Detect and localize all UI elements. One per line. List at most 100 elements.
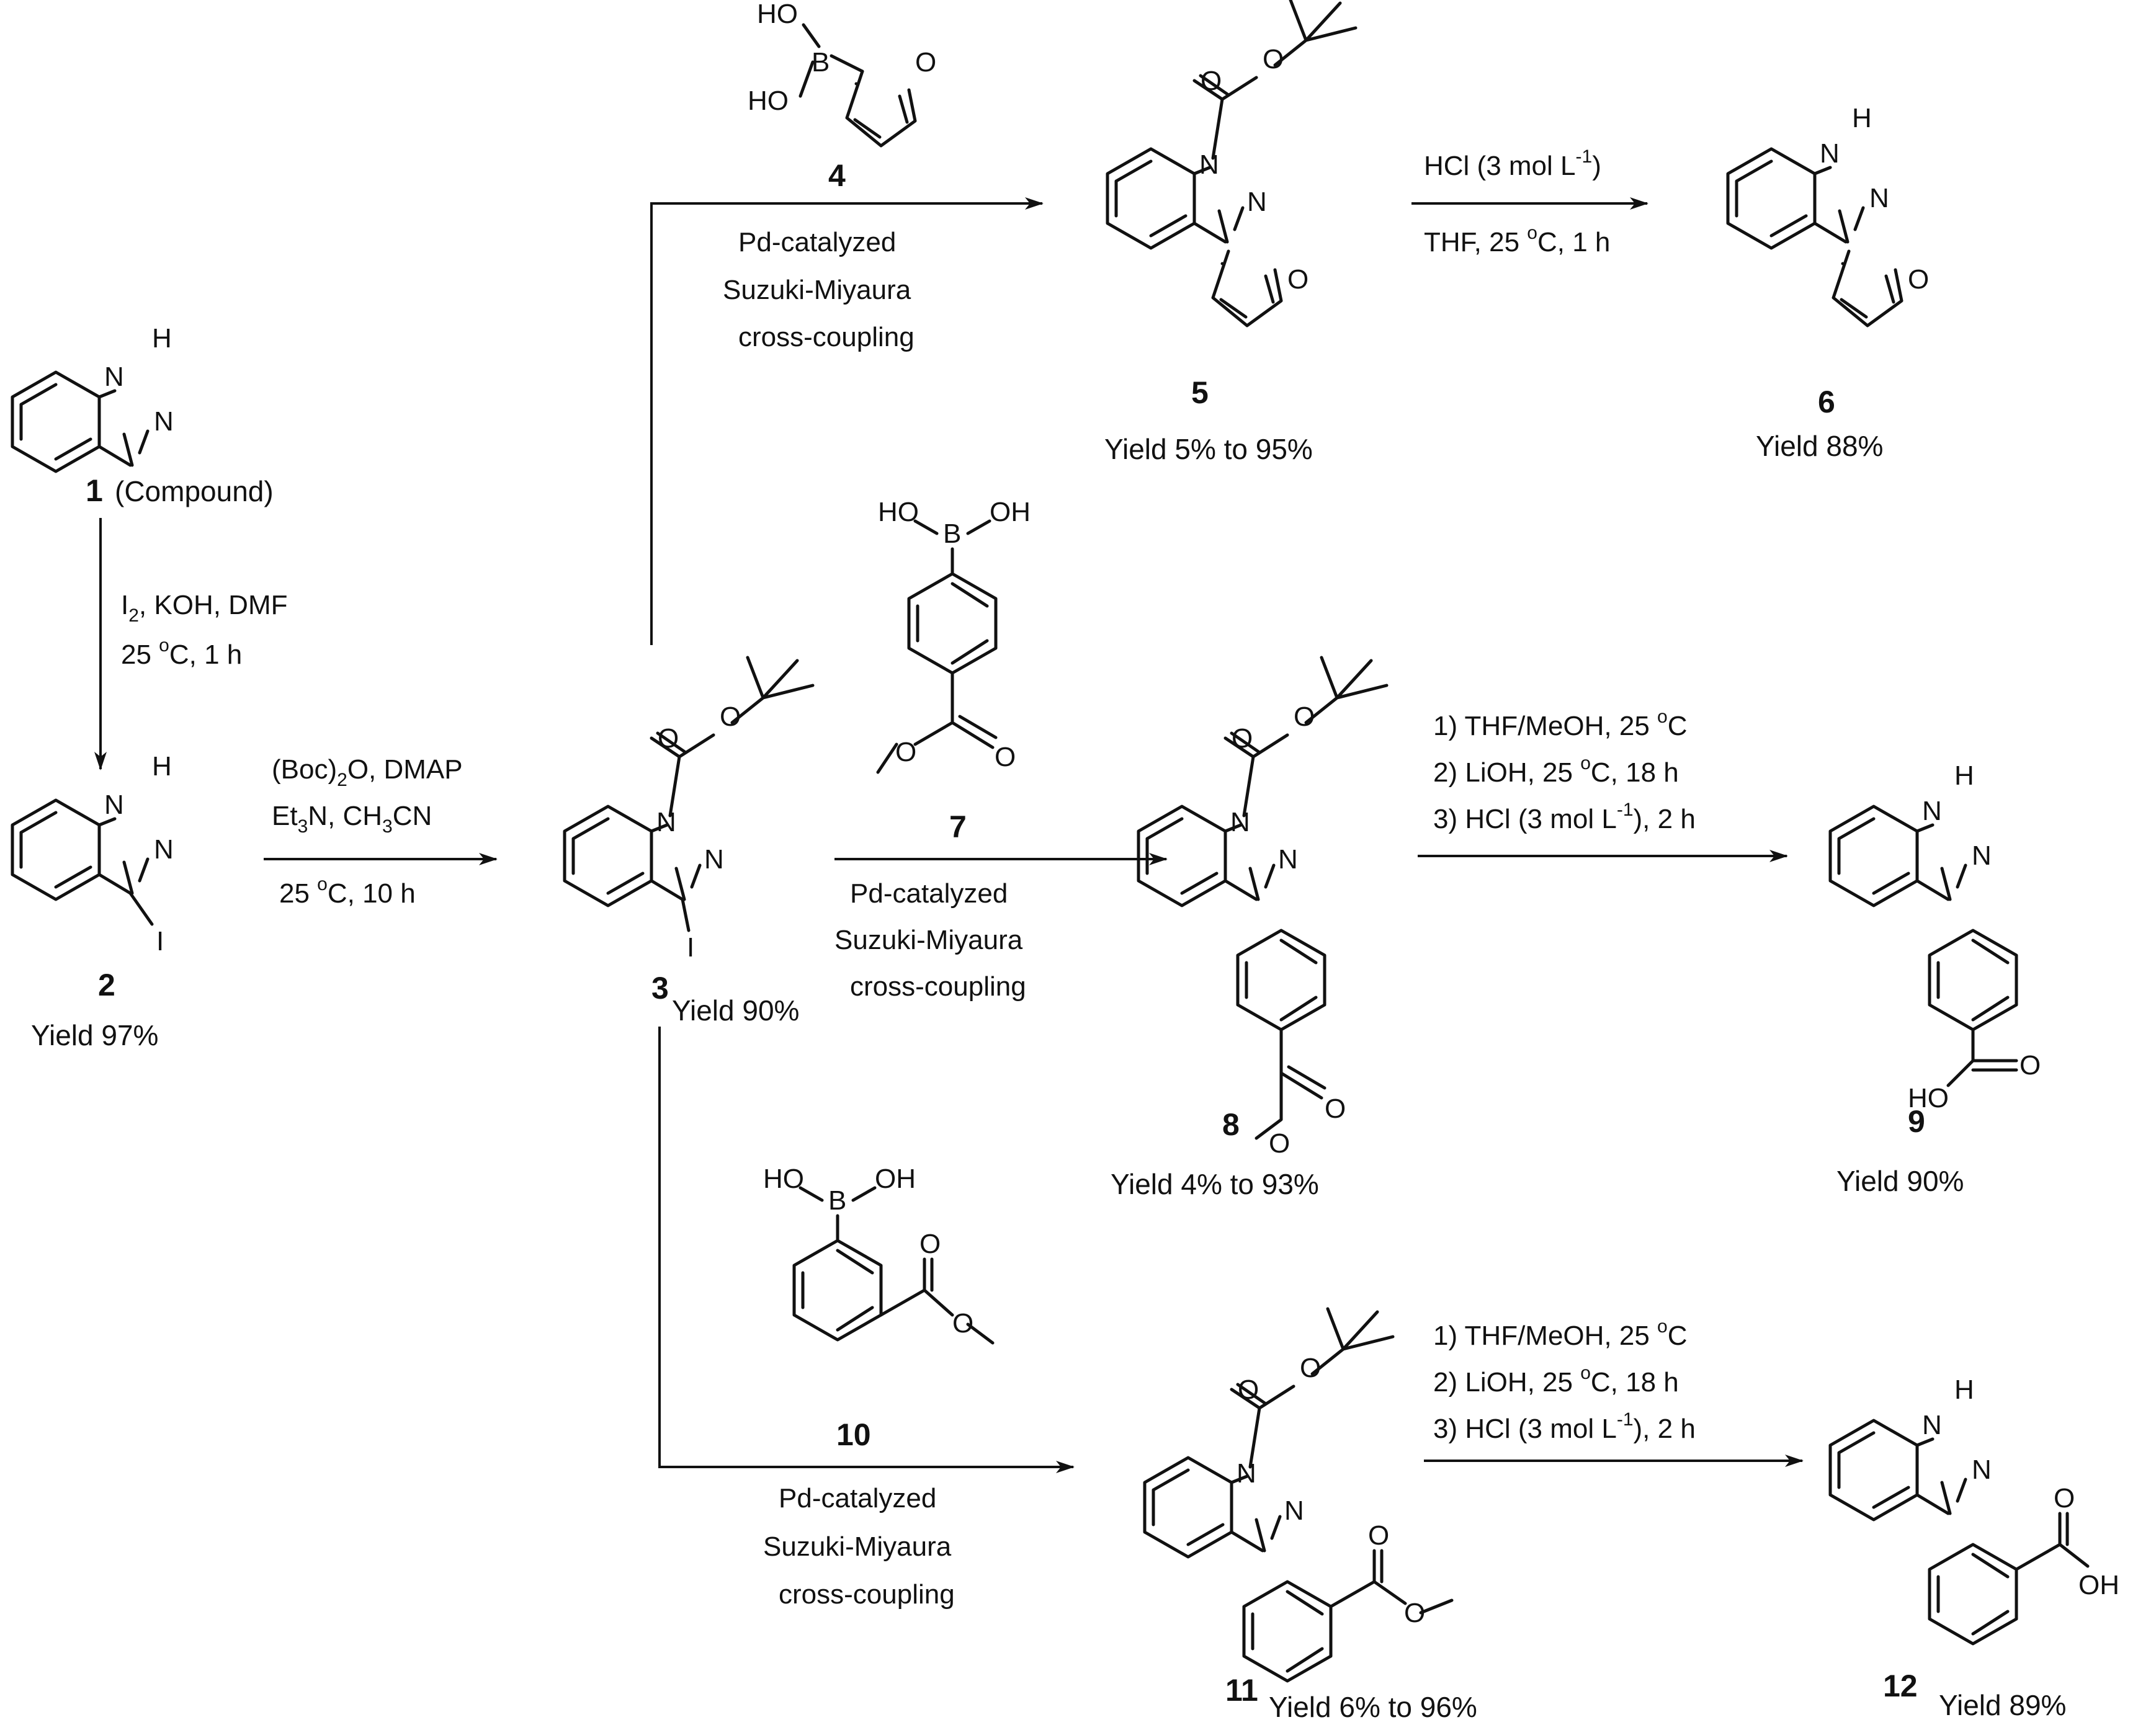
compound-9-yield: Yield 90% — [1836, 1165, 1964, 1197]
svg-text:N: N — [704, 844, 724, 875]
compound-8-structure: N N O O O O — [1138, 657, 1387, 1159]
svg-text:H: H — [1954, 760, 1974, 791]
compound-11-number: 11 — [1225, 1673, 1258, 1708]
iodination-conditions-line2: 25 oC, 1 h — [121, 635, 242, 670]
svg-text:HO: HO — [1908, 1083, 1949, 1113]
compound-5-yield: Yield 5% to 95% — [1104, 433, 1313, 465]
suzuki-bot-line2: Suzuki-Miyaura — [763, 1531, 952, 1562]
branch-line-top — [650, 197, 1044, 645]
svg-text:HO: HO — [748, 86, 789, 116]
compound-11-yield: Yield 6% to 96% — [1269, 1691, 1477, 1723]
svg-text:N: N — [656, 807, 676, 837]
svg-text:N: N — [1922, 1410, 1942, 1440]
iodination-conditions-line1: I2, KOH, DMF — [121, 590, 287, 626]
compound-1-structure: N N H — [12, 323, 174, 471]
svg-text:HO: HO — [878, 497, 919, 527]
svg-text:N: N — [154, 834, 174, 865]
svg-text:O: O — [1908, 264, 1929, 295]
boc-conditions-line2: Et3N, CH3CN — [272, 801, 432, 837]
hydrolysis12-step2: 2) LiOH, 25 oC, 18 h — [1433, 1363, 1679, 1397]
svg-text:N: N — [104, 790, 124, 820]
svg-text:N: N — [1230, 807, 1250, 837]
compound-2-number: 2 — [98, 968, 115, 1002]
svg-text:O: O — [1287, 264, 1308, 295]
svg-text:O: O — [720, 702, 741, 732]
compound-2-structure: N N H I — [12, 751, 174, 956]
svg-text:N: N — [154, 406, 174, 437]
svg-text:O: O — [1325, 1094, 1346, 1124]
svg-text:B: B — [828, 1185, 846, 1216]
suzuki-top-line1: Pd-catalyzed — [738, 227, 896, 257]
svg-text:O: O — [919, 1229, 941, 1259]
svg-text:OH: OH — [875, 1164, 916, 1194]
suzuki-top-line3: cross-coupling — [738, 322, 915, 352]
svg-text:N: N — [104, 362, 124, 392]
svg-text:N: N — [1278, 844, 1298, 875]
svg-text:B: B — [943, 519, 961, 549]
hydrolysis9-step2: 2) LiOH, 25 oC, 18 h — [1433, 753, 1679, 788]
compound-5-number: 5 — [1191, 375, 1209, 410]
svg-text:O: O — [1269, 1128, 1290, 1159]
compound-1-name: (Compound) — [115, 475, 274, 507]
svg-text:H: H — [1954, 1375, 1974, 1405]
compound-11-structure: N N O O O O — [1145, 1309, 1454, 1681]
suzuki-mid-line3: cross-coupling — [850, 971, 1026, 1002]
svg-text:O: O — [1232, 723, 1253, 754]
svg-text:O: O — [1368, 1520, 1389, 1551]
compound-12-yield: Yield 89% — [1939, 1689, 2066, 1721]
deprot6-line1: HCl (3 mol L-1) — [1424, 146, 1601, 181]
svg-text:HO: HO — [757, 0, 798, 29]
compound-9-structure: N N H O HO — [1830, 760, 2041, 1113]
svg-text:O: O — [1294, 702, 1315, 732]
boc-conditions-line3: 25 oC, 10 h — [279, 874, 416, 909]
suzuki-bot-line1: Pd-catalyzed — [779, 1483, 936, 1513]
svg-text:O: O — [1300, 1353, 1321, 1383]
svg-text:O: O — [1263, 44, 1284, 74]
compound-12-structure: N N H O OH — [1830, 1375, 2119, 1644]
svg-text:O: O — [995, 742, 1016, 772]
compound-1-number: 1 — [86, 473, 103, 508]
compound-6-number: 6 — [1818, 385, 1835, 419]
compound-5-structure: N N O O O — [1107, 0, 1356, 326]
compound-4-structure: B HO HO O — [748, 0, 936, 146]
svg-text:O: O — [1404, 1598, 1425, 1628]
compound-8-yield: Yield 4% to 93% — [1111, 1168, 1319, 1200]
svg-text:O: O — [2054, 1483, 2075, 1513]
compound-3-structure: N N O O I — [565, 657, 813, 963]
svg-text:N: N — [1237, 1458, 1256, 1489]
compound-8-number: 8 — [1222, 1107, 1240, 1142]
svg-text:I: I — [156, 926, 164, 956]
compound-3-yield: Yield 90% — [672, 994, 799, 1027]
compound-6-structure: N N H O — [1728, 103, 1929, 326]
svg-text:O: O — [1201, 66, 1222, 96]
svg-text:H: H — [1852, 103, 1872, 133]
hydrolysis9-step1: 1) THF/MeOH, 25 oC — [1433, 706, 1688, 741]
compound-12-number: 12 — [1883, 1669, 1918, 1703]
svg-text:H: H — [152, 323, 172, 354]
suzuki-mid-line2: Suzuki-Miyaura — [834, 925, 1023, 955]
deprot6-line2: THF, 25 oC, 1 h — [1424, 223, 1610, 257]
svg-text:O: O — [1238, 1375, 1259, 1405]
compound-6-yield: Yield 88% — [1756, 430, 1883, 462]
svg-text:OH: OH — [2078, 1570, 2119, 1600]
svg-text:OH: OH — [990, 497, 1031, 527]
svg-text:O: O — [895, 737, 916, 767]
svg-text:HO: HO — [763, 1164, 804, 1194]
compound-10-structure: B HO OH O O — [763, 1164, 995, 1345]
compound-2-yield: Yield 97% — [31, 1019, 158, 1051]
svg-text:I: I — [687, 932, 694, 963]
svg-text:N: N — [1247, 187, 1267, 217]
svg-text:B: B — [812, 47, 830, 78]
svg-text:N: N — [1284, 1495, 1304, 1526]
svg-text:N: N — [1820, 138, 1840, 169]
compound-4-number: 4 — [828, 158, 846, 193]
compound-7-number: 7 — [949, 809, 967, 844]
svg-text:O: O — [915, 47, 936, 78]
boc-conditions-line1: (Boc)2O, DMAP — [272, 754, 463, 790]
svg-text:O: O — [2020, 1050, 2041, 1081]
compound-9-number: 9 — [1908, 1104, 1925, 1139]
compound-10-number: 10 — [836, 1417, 871, 1452]
svg-text:H: H — [152, 751, 172, 782]
suzuki-mid-line1: Pd-catalyzed — [850, 878, 1008, 909]
